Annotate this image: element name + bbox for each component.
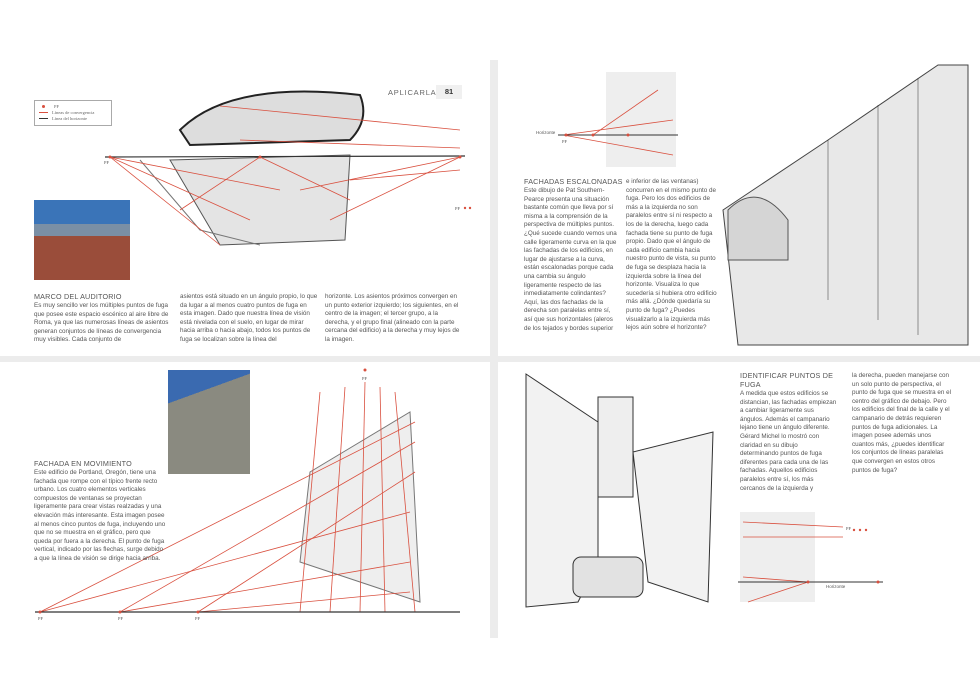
running-head: APLICARLA	[388, 88, 437, 97]
page-auditorio: APLICARLA 81 PF Líneas de convergencia L…	[0, 60, 490, 356]
page-number: 81	[436, 85, 462, 99]
body-text: la derecha, pueden manejarse con un solo…	[852, 372, 952, 474]
vp-label: PF	[362, 376, 368, 381]
page-identificar: PF Horizonte IDENTIFICAR PUNTOS DE FUGA …	[498, 362, 980, 638]
auditorio-drawing	[104, 90, 472, 246]
body-text: asientos está situado en un ángulo propi…	[180, 293, 318, 343]
section-title: MARCO DEL AUDITORIO	[34, 292, 122, 301]
body-text: Este dibujo de Pat Southern-Pearce prese…	[524, 187, 617, 332]
vp-label: PF	[118, 616, 124, 621]
page-escalonadas: Horizonte PF FACHADAS ESCALONADAS Este d…	[498, 60, 980, 356]
portland-photo	[168, 370, 250, 474]
identificar-drawing	[525, 373, 883, 608]
horizon-label: Horizonte	[826, 584, 846, 589]
section-title: FACHADA EN MOVIMIENTO	[34, 459, 132, 468]
section-title: FACHADAS ESCALONADAS	[524, 177, 623, 186]
legend-convergence: Líneas de convergencia	[39, 110, 107, 116]
body-text: e inferior de las ventanas) concurren en…	[626, 178, 717, 332]
vp-label: PF	[455, 206, 461, 211]
body-text: A medida que estos edificios se distanci…	[740, 390, 837, 492]
body-text: Este edificio de Portland, Oregón, tiene…	[34, 469, 166, 562]
vp-label: PF	[195, 616, 201, 621]
vp-label: PF	[104, 160, 110, 165]
auditorio-photo	[34, 200, 130, 280]
horizon-label: Horizonte	[536, 130, 556, 135]
vp-label: PF	[562, 139, 568, 144]
page-movimiento: PF PF PF PF FACHADA EN MOVIMIENTO Este e…	[0, 362, 490, 638]
movimiento-drawing	[35, 368, 460, 614]
vp-label: PF	[38, 616, 44, 621]
vp-label: PF	[846, 526, 852, 531]
legend-horizon: Línea del horizonte	[39, 116, 107, 122]
legend: PF Líneas de convergencia Línea del hori…	[34, 100, 112, 126]
escalonadas-drawing	[558, 64, 969, 346]
body-text: Es muy sencillo ver los múltiples puntos…	[34, 302, 169, 344]
legend-vp: PF	[39, 104, 107, 110]
body-text: horizonte. Los asientos próximos converg…	[325, 293, 460, 343]
section-title: IDENTIFICAR PUNTOS DE FUGA	[740, 371, 834, 389]
